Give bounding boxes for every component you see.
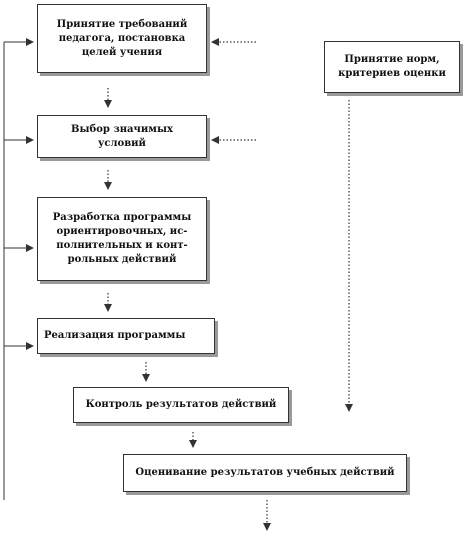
- program-label: Разработка программы ориентировочных, ис…: [52, 212, 192, 265]
- evaluation-box: Оценивание результатов учебных действий: [123, 454, 407, 492]
- implementation-label: Реализация программы: [44, 330, 186, 341]
- control-label: Контроль результатов действий: [85, 399, 277, 410]
- implementation-box: Реализация программы: [37, 318, 215, 354]
- requirements-label: Принятие требований педагога, постановка…: [56, 18, 188, 58]
- norms-box: Принятие норм, критериев оценки: [324, 41, 460, 93]
- requirements-box: Принятие требований педагога, постановка…: [37, 4, 207, 73]
- evaluation-label: Оценивание результатов учебных действий: [135, 467, 395, 478]
- program-box: Разработка программы ориентировочных, ис…: [37, 197, 207, 281]
- control-box: Контроль результатов действий: [73, 387, 289, 423]
- conditions-label: Выбор значимых условий: [71, 123, 173, 149]
- conditions-box: Выбор значимых условий: [37, 115, 207, 158]
- norms-label: Принятие норм, критериев оценки: [338, 54, 446, 79]
